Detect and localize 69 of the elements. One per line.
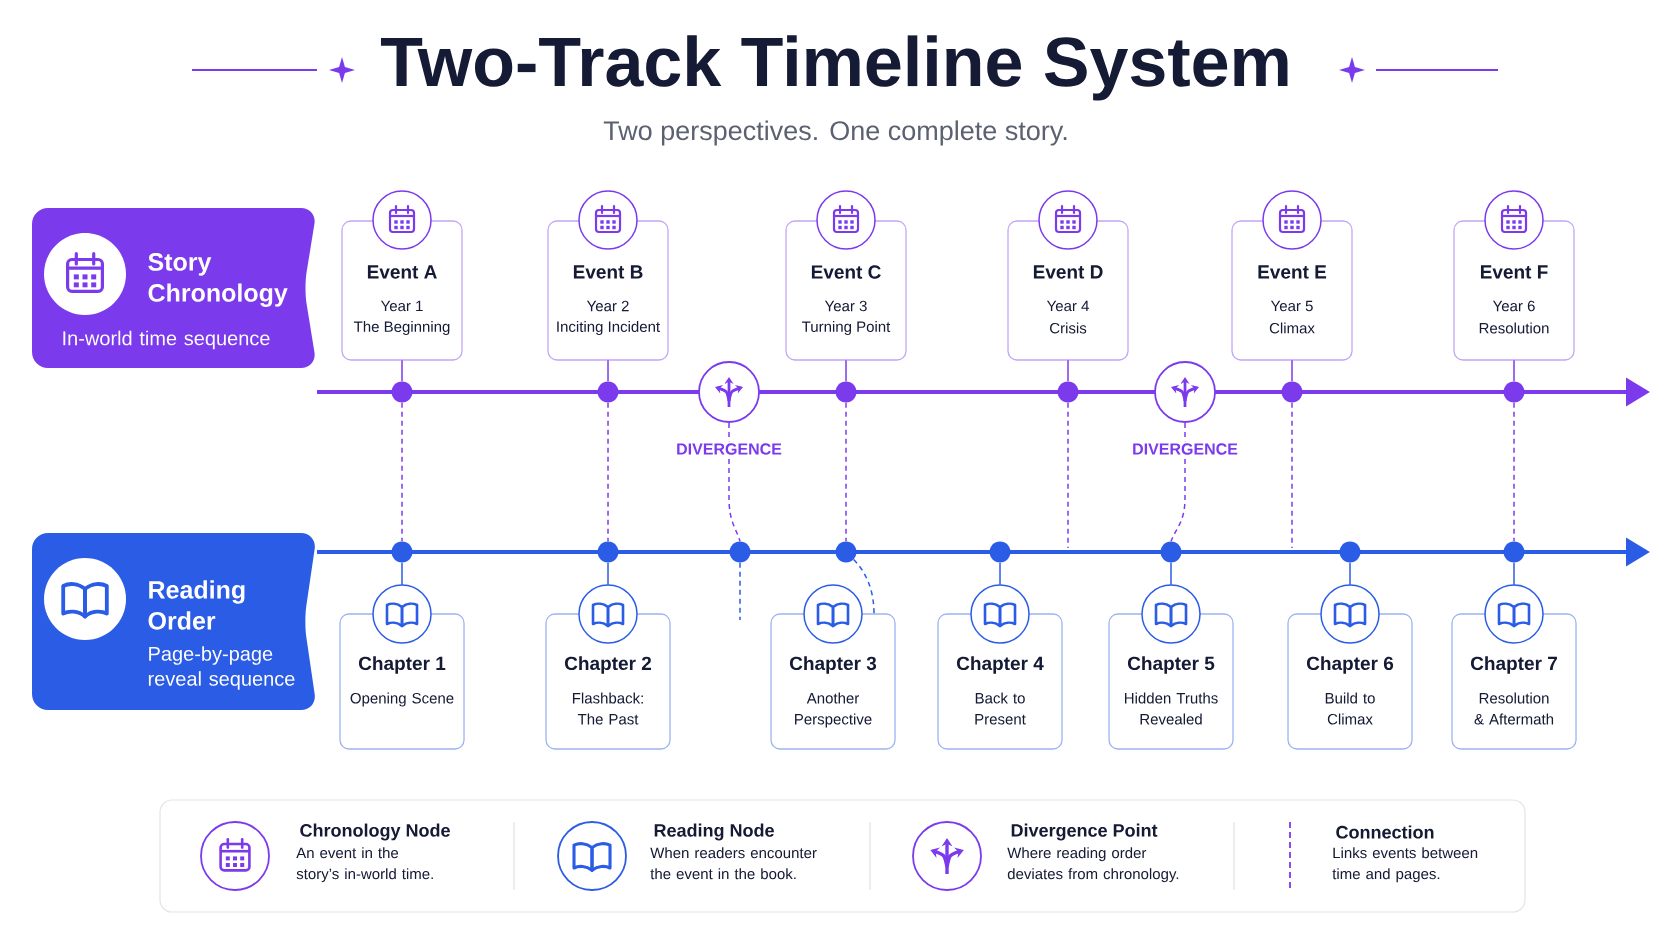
event-card: Event E Year 5 Climax [1231, 190, 1353, 361]
legend-label: Connection [1336, 825, 1434, 839]
dashed-connector [1067, 401, 1069, 549]
legend-label: Chronology Node [300, 823, 450, 841]
timeline-dot [835, 381, 857, 403]
dashed-connector [607, 401, 609, 543]
timeline-dot [391, 541, 413, 563]
timeline-dot [597, 541, 619, 563]
chapter-card: Chapter 1 Opening Scene [339, 584, 465, 750]
connector [1513, 359, 1515, 383]
event-card: Event C Year 3 Turning Point [785, 190, 907, 361]
title: Two-Track Timeline System [381, 35, 1288, 101]
timeline-dot [989, 541, 1011, 563]
track-banner [32, 208, 315, 368]
banner-title: Story Chronology [148, 253, 288, 307]
chapter-card: Chapter 5 Hidden Truths Revealed [1108, 584, 1234, 750]
marker-label: DIVERGENCE [1130, 441, 1240, 457]
timeline-dot [1057, 381, 1079, 403]
timeline-dot [597, 381, 619, 403]
timeline-dot [1281, 381, 1303, 403]
timeline-dot [1160, 541, 1182, 563]
subtitle: Two perspectives. One complete story. [603, 120, 1067, 146]
chapter-card: Chapter 3 Another Perspective [770, 584, 896, 750]
timeline-dot [1503, 541, 1525, 563]
track-banner [32, 533, 315, 710]
connector [1170, 561, 1172, 586]
divergence-marker [1154, 361, 1216, 423]
timeline-dot [835, 541, 857, 563]
event-card: Event F Year 6 Resolution [1453, 190, 1575, 361]
chapter-card: Chapter 4 Back to Present [937, 584, 1063, 750]
connector [607, 359, 609, 383]
dashed-connector [401, 401, 403, 543]
banner-title: Reading Order [148, 580, 245, 630]
connector [1067, 359, 1069, 383]
timeline-dot [729, 541, 751, 563]
dashed-connector [1291, 401, 1293, 549]
event-card: Event A Year 1 The Beginning [341, 190, 463, 361]
chapter-card: Chapter 6 Build to Climax [1287, 584, 1413, 750]
divergence-marker [698, 361, 760, 423]
dashed-connector [739, 561, 741, 621]
banner-subtitle: Page-by-page reveal sequence [148, 646, 295, 690]
event-card: Event B Year 2 Inciting Incident [547, 190, 669, 361]
connector [999, 561, 1001, 586]
legend-description: Links events between time and pages. [1332, 847, 1478, 883]
marker-label: DIVERGENCE [674, 441, 784, 457]
connector [845, 359, 847, 383]
timeline-dot [1503, 381, 1525, 403]
dashed-connector [1513, 401, 1515, 543]
connector [607, 561, 609, 586]
legend-label: Reading Node [654, 823, 774, 841]
connector [1291, 359, 1293, 383]
legend-description: Where reading order deviates from chronology. [1007, 847, 1179, 883]
connector [1513, 561, 1515, 586]
dashed-connector [728, 422, 741, 543]
legend-description: An event in the story’s in-world time. [296, 847, 433, 883]
dashed-connector [845, 401, 847, 543]
event-card: Event D Year 4 Crisis [1007, 190, 1129, 361]
chapter-card: Chapter 7 Resolution & Aftermath [1451, 584, 1577, 750]
timeline-dot [1339, 541, 1361, 563]
banner-subtitle: In-world time sequence [63, 330, 270, 350]
connector [401, 359, 403, 383]
legend-description: When readers encounter the event in the book. [650, 847, 817, 880]
connector [1349, 561, 1351, 586]
legend-label: Divergence Point [1011, 823, 1158, 841]
dashed-connector [852, 558, 875, 615]
dashed-connector [1170, 422, 1186, 543]
chapter-card: Chapter 2 Flashback: The Past [545, 584, 671, 750]
timeline-dot [391, 381, 413, 403]
connector [401, 561, 403, 586]
